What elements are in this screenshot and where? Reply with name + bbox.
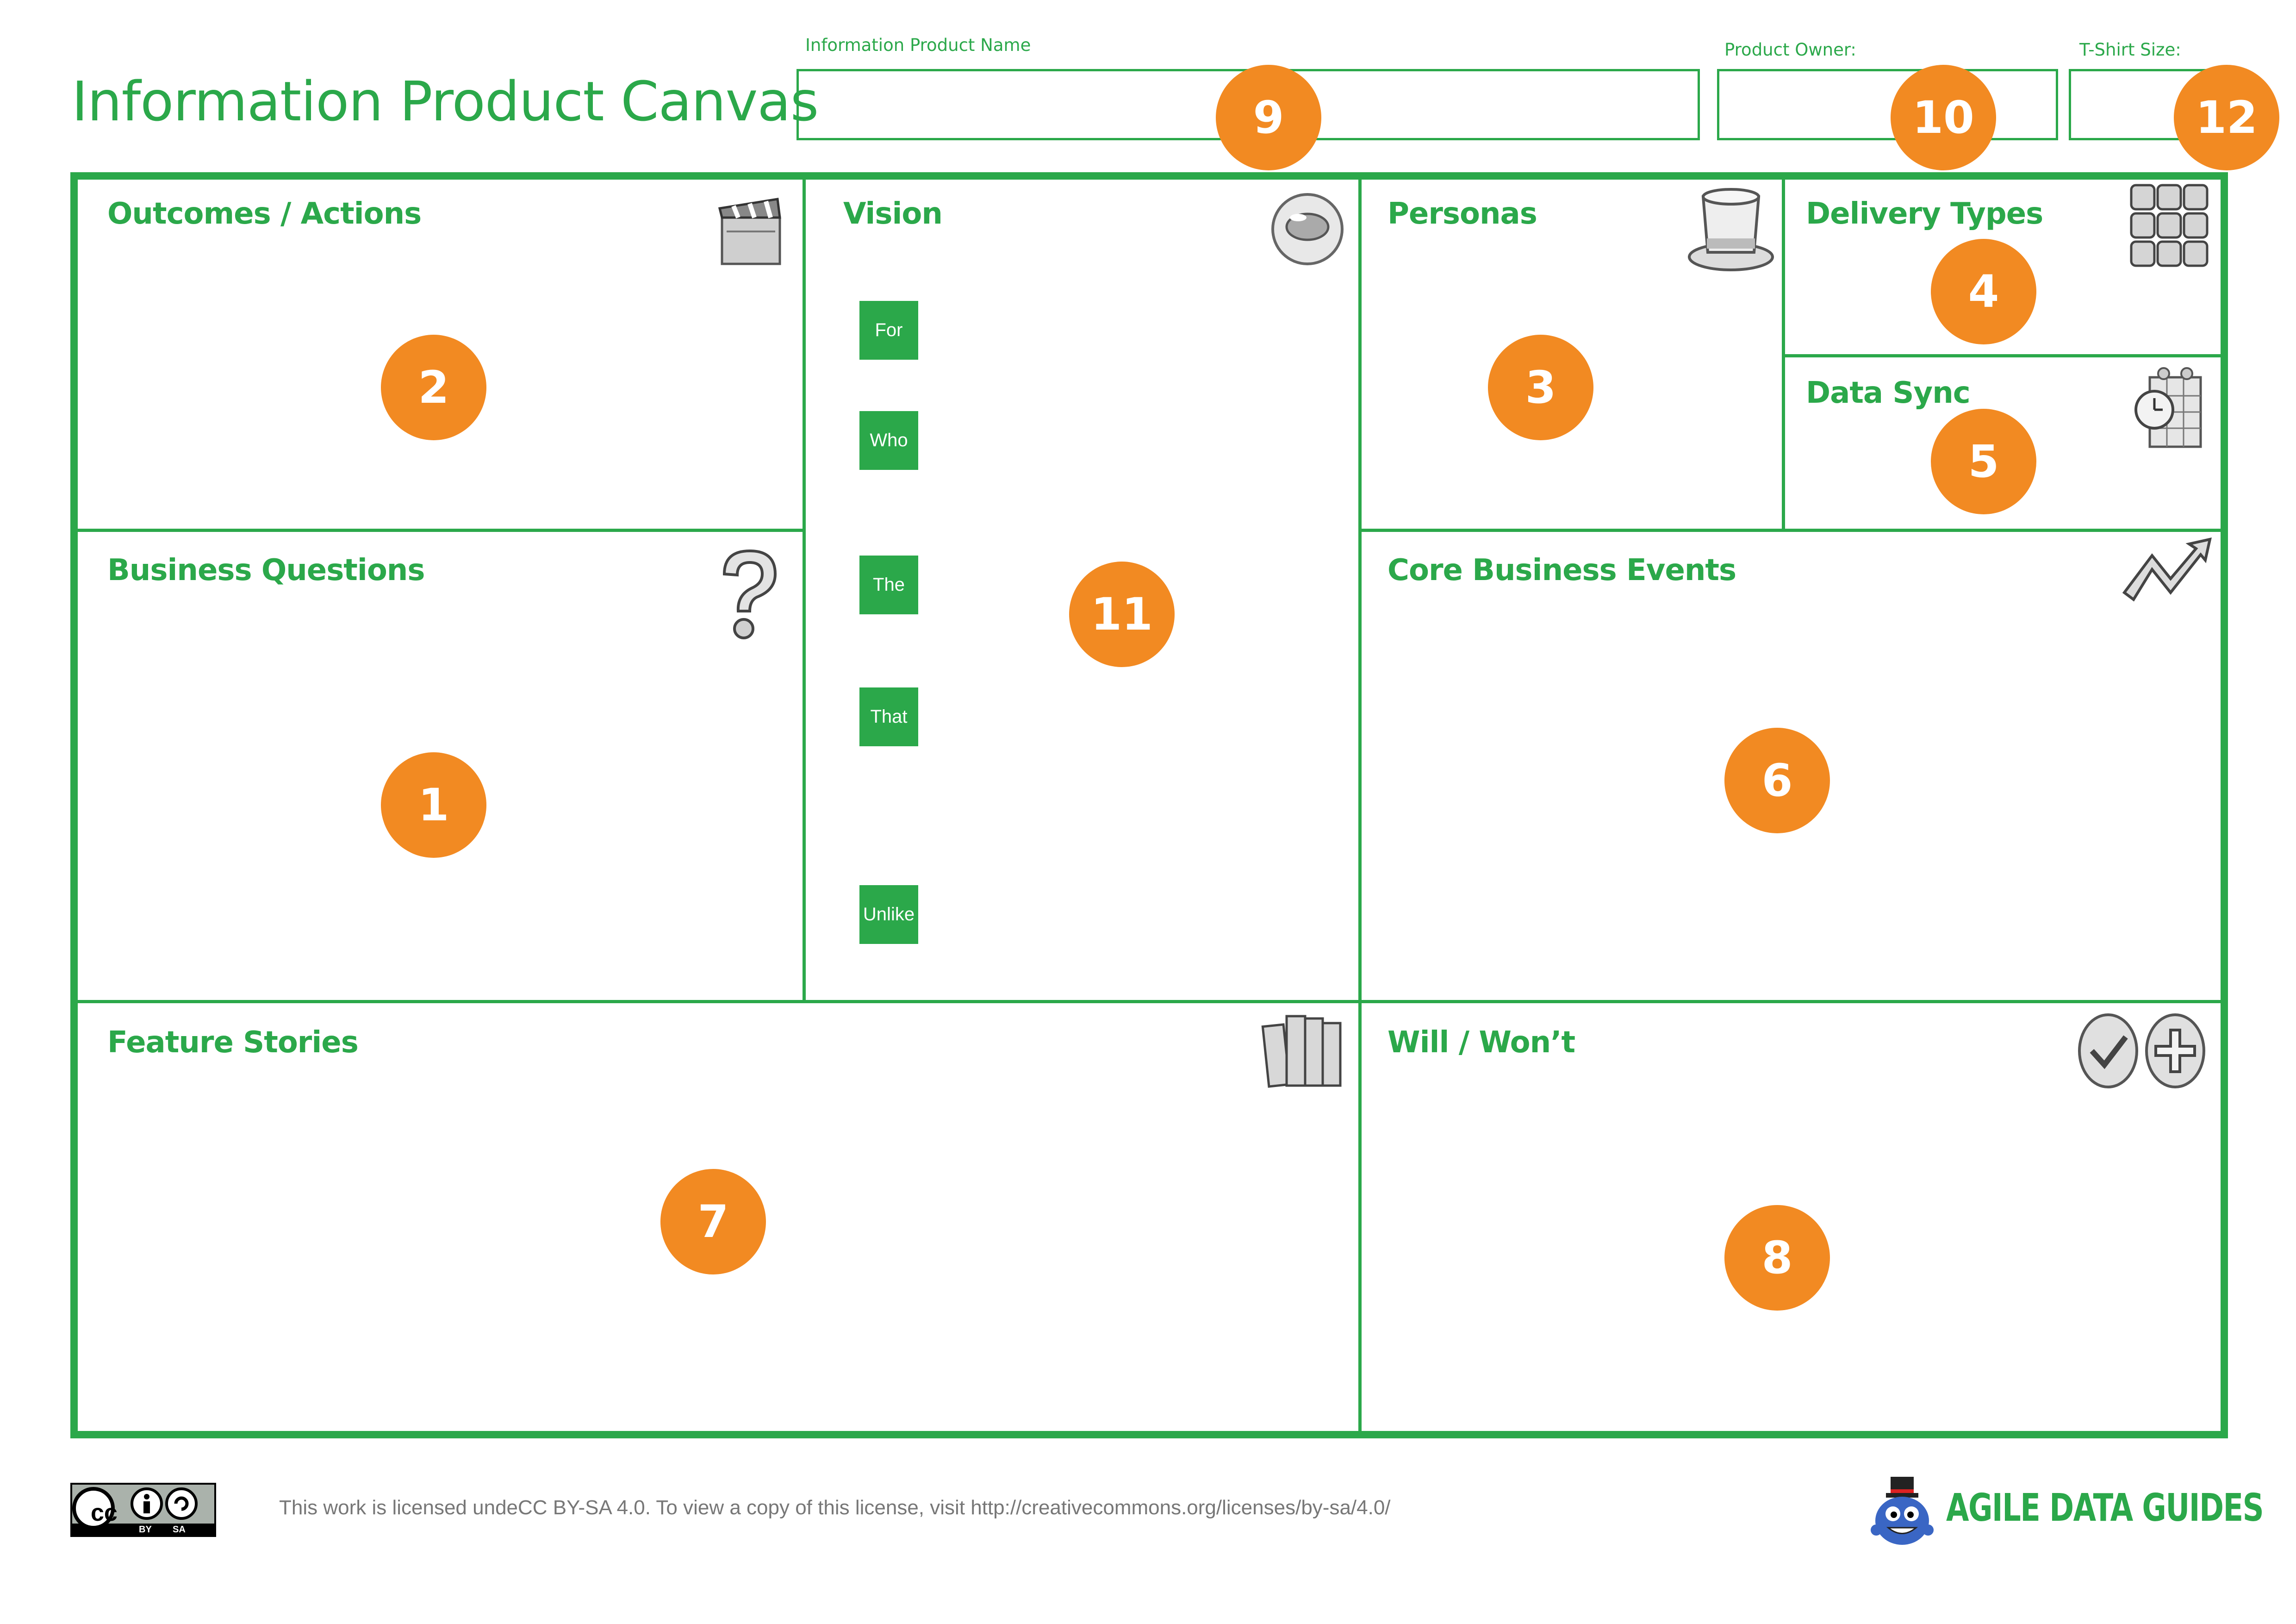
plus-icon [2143,1012,2208,1090]
creative-commons-icon [70,1483,216,1537]
cc-by-label: BY [139,1524,152,1535]
clapperboard-icon [717,185,784,269]
product-owner-label: Product Owner: [1724,40,1856,60]
vision-tag-for: For [859,301,918,360]
divider [803,178,806,1002]
outcomes-title: Outcomes / Actions [107,197,422,231]
mascot-logo-icon [1870,1474,1935,1549]
check-icon [2076,1012,2140,1090]
crystal-ball-icon [1268,190,1347,269]
business-questions-title: Business Questions [107,553,425,587]
vision-tag-unlike: Unlike [859,885,918,944]
feature-stories-title: Feature Stories [107,1025,359,1060]
personas-title: Personas [1388,197,1537,231]
badge-4: 4 [1931,239,2036,344]
data-sync-title: Data Sync [1806,376,1971,410]
divider [1360,529,2221,532]
badge-11: 11 [1069,562,1175,667]
divider [1358,178,1362,1433]
calendar-clock-icon [2131,363,2205,456]
divider [77,529,804,532]
vision-tag-the: The [859,556,918,614]
will-wont-title: Will / Won’t [1388,1025,1575,1060]
cc-mark: cc [91,1499,118,1526]
delivery-types-title: Delivery Types [1806,197,2043,231]
vision-tag-that: That [859,687,918,746]
core-business-events-title: Core Business Events [1388,553,1736,587]
books-icon [1259,1007,1347,1090]
tshirt-size-label: T-Shirt Size: [2079,40,2181,60]
question-mark-icon [710,546,784,643]
badge-9: 9 [1216,65,1321,170]
top-hat-icon [1685,183,1777,275]
badge-10: 10 [1891,65,1996,170]
badge-7: 7 [660,1169,766,1274]
vision-title: Vision [843,197,943,231]
cc-sa-label: SA [173,1524,186,1535]
divider [1783,354,2221,357]
license-text: This work is licensed undeCC BY-SA 4.0. … [279,1496,1391,1519]
badge-5: 5 [1931,409,2036,514]
badge-1: 1 [381,752,486,858]
badge-2: 2 [381,335,486,440]
page-title: Information Product Canvas [72,69,819,133]
zigzag-arrow-icon [2120,537,2212,606]
vision-tag-who: Who [859,411,918,470]
badge-8: 8 [1724,1205,1830,1311]
canvas-frame [70,172,2228,1438]
product-name-label: Information Product Name [805,35,1031,55]
product-owner-field[interactable] [1717,69,2058,140]
badge-6: 6 [1724,728,1830,833]
badge-12: 12 [2174,65,2279,170]
divider [77,1000,2221,1003]
brand-name: AGILE DATA GUIDES [1946,1486,2264,1530]
badge-3: 3 [1488,335,1593,440]
cubes-grid-icon [2129,183,2212,271]
